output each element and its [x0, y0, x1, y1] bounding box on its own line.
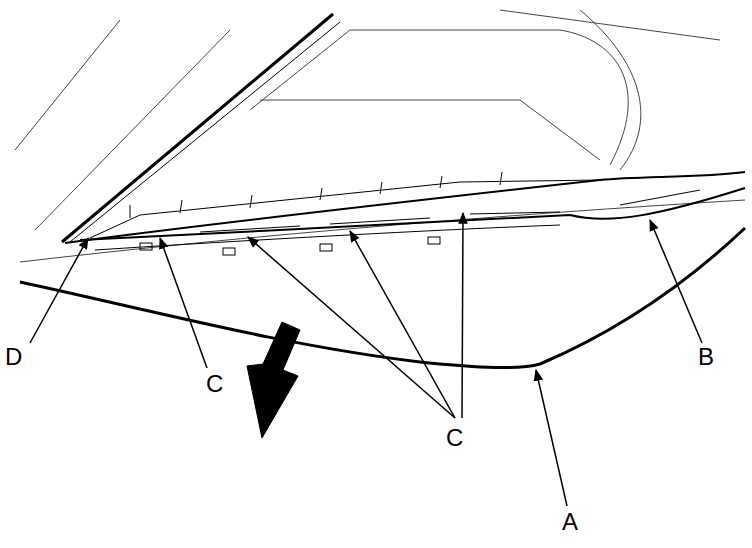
callout-letter: A — [561, 510, 579, 534]
callout-letter: C — [445, 426, 464, 450]
callout-letter: D — [4, 345, 23, 369]
callout-letter: C — [205, 372, 224, 396]
callout-letter: B — [697, 345, 715, 369]
